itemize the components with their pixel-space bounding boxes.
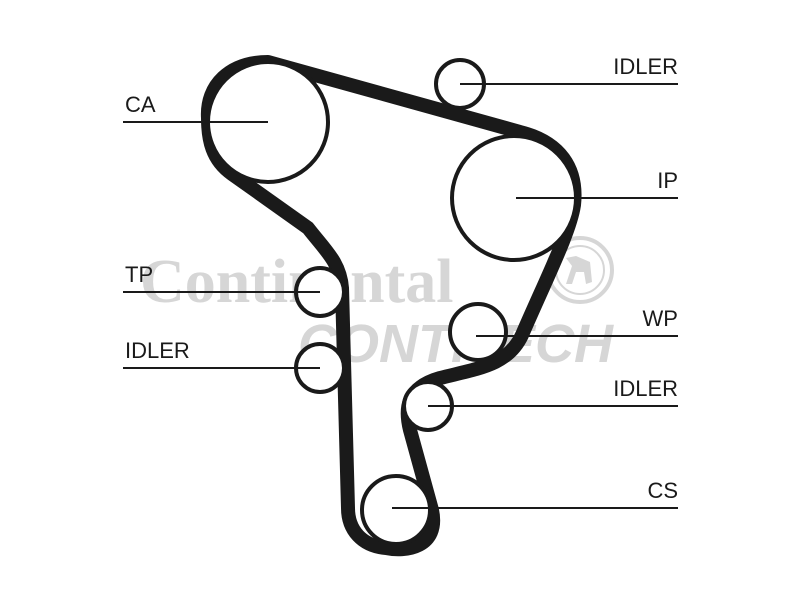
crankshaft-pulley — [360, 474, 432, 546]
label-idler-right: IDLER — [613, 376, 678, 401]
label-idler-left: IDLER — [125, 338, 190, 363]
water-pump-pulley — [448, 302, 508, 362]
label-ca: CA — [125, 92, 156, 117]
label-cs: CS — [647, 478, 678, 503]
label-ip: IP — [657, 168, 678, 193]
label-idler-top: IDLER — [613, 54, 678, 79]
label-wp: WP — [643, 306, 678, 331]
label-tp: TP — [125, 262, 153, 287]
watermark: Continental CONTITECH — [140, 236, 614, 374]
